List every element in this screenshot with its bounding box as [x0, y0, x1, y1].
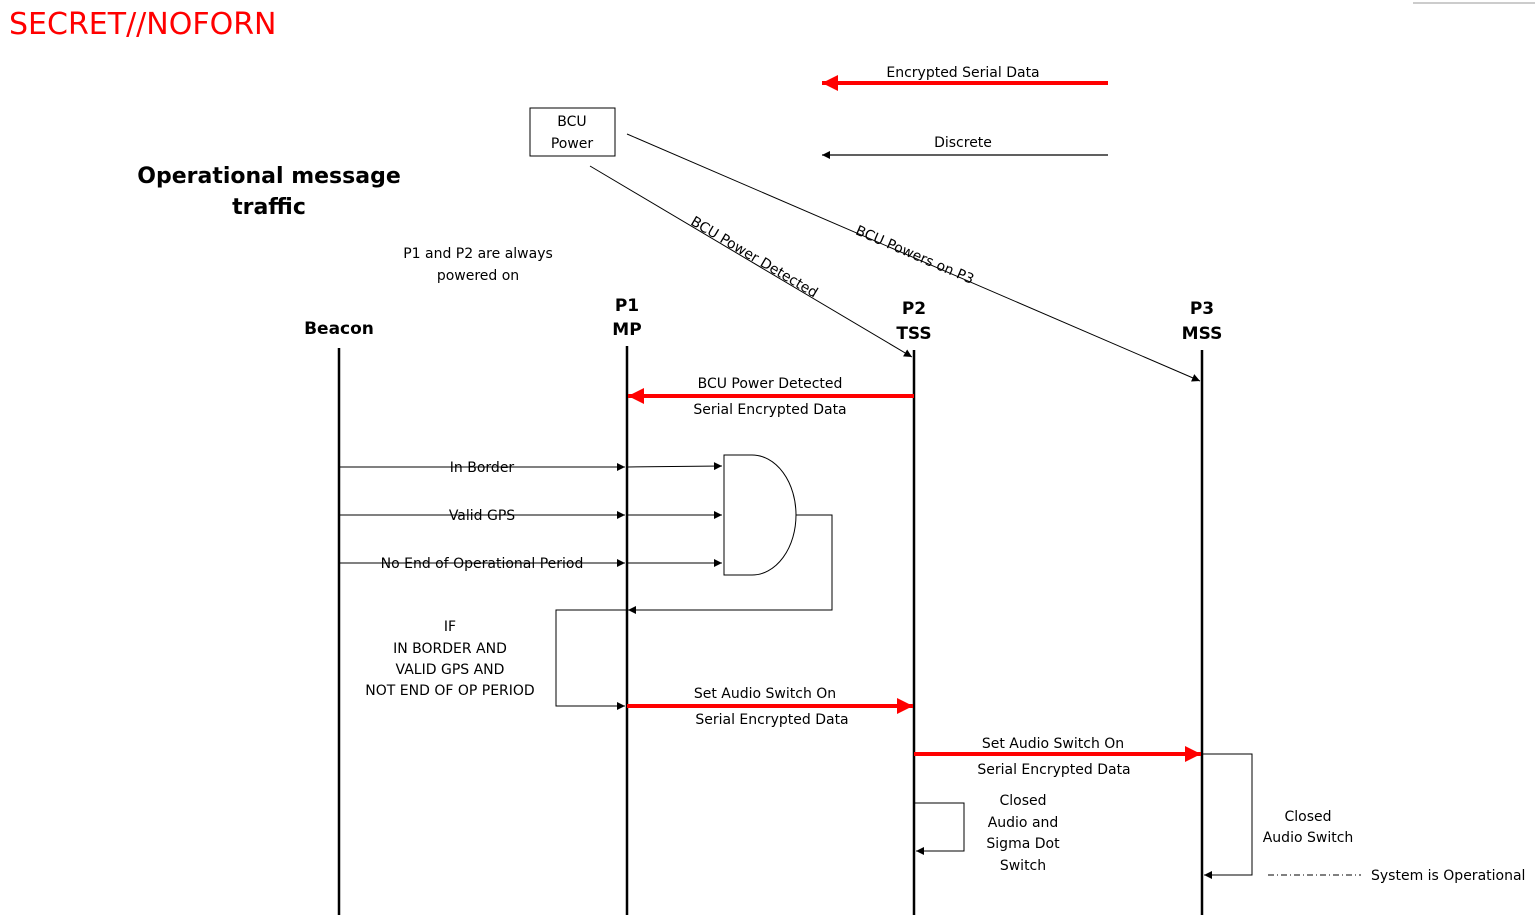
bcu-power-box — [529, 107, 616, 157]
power-note-line1: P1 and P2 are always — [403, 246, 553, 262]
lifeline-p1-name: P1 — [615, 296, 639, 316]
lifeline-p2-role: TSS — [896, 324, 931, 344]
legend-discrete-label: Discrete — [934, 135, 992, 151]
condition-line3: VALID GPS AND — [396, 662, 505, 678]
condition-loop-arrow — [555, 609, 627, 710]
p2-self-line3: Sigma Dot — [986, 836, 1060, 852]
gate-input-1-arrow — [627, 462, 723, 471]
p3-self-arrow — [1203, 753, 1253, 879]
bcu-powers-on-p3-label: BCU Powers on P3 — [853, 223, 976, 288]
p2-self-line2: Audio and — [988, 815, 1059, 831]
lifeline-p3-role: MSS — [1182, 324, 1223, 344]
lifeline-beacon-label: Beacon — [304, 319, 374, 339]
bcu-to-p3-arrow — [626, 133, 1201, 382]
valid-gps-label: Valid GPS — [449, 508, 515, 524]
bcu-box-line1: BCU — [557, 114, 586, 130]
diagram-title-line2: traffic — [232, 195, 306, 220]
bcu-box-line2: Power — [551, 136, 594, 152]
operational-label: System is Operational — [1371, 868, 1525, 884]
in-border-label: In Border — [450, 460, 515, 476]
bcu-power-detected-label: BCU Power Detected — [688, 214, 821, 302]
condition-line1: IF — [444, 619, 456, 635]
p3-self-line2: Audio Switch — [1263, 830, 1354, 846]
lifeline-p3-name: P3 — [1190, 299, 1214, 319]
p2-self-arrow — [915, 802, 965, 855]
diagram-title-line1: Operational message — [137, 164, 401, 189]
condition-line4: NOT END OF OP PERIOD — [365, 683, 534, 699]
legend-encrypted-label: Encrypted Serial Data — [886, 65, 1039, 81]
classification-marking: SECRET//NOFORN — [9, 7, 277, 42]
p2-self-line1: Closed — [999, 793, 1046, 809]
lifeline-p1-role: MP — [612, 320, 641, 340]
p2-to-p3-label-top: Set Audio Switch On — [982, 736, 1124, 752]
p1-to-p2-label-bottom: Serial Encrypted Data — [695, 712, 848, 728]
p3-self-line1: Closed — [1284, 809, 1331, 825]
p2-to-p1-label-top: BCU Power Detected — [698, 376, 843, 392]
and-gate — [723, 454, 797, 576]
p2-self-line4: Switch — [1000, 858, 1046, 874]
p2-to-p1-label-bottom: Serial Encrypted Data — [693, 402, 846, 418]
bcu-to-p2-arrow — [589, 165, 913, 358]
lifeline-p2-name: P2 — [902, 299, 926, 319]
no-end-op-label: No End of Operational Period — [381, 556, 584, 572]
condition-line2: IN BORDER AND — [393, 641, 507, 657]
power-note-line2: powered on — [437, 268, 519, 284]
p2-to-p3-label-bottom: Serial Encrypted Data — [977, 762, 1130, 778]
p1-to-p2-label-top: Set Audio Switch On — [694, 686, 836, 702]
and-gate-output-arrow — [628, 514, 833, 614]
